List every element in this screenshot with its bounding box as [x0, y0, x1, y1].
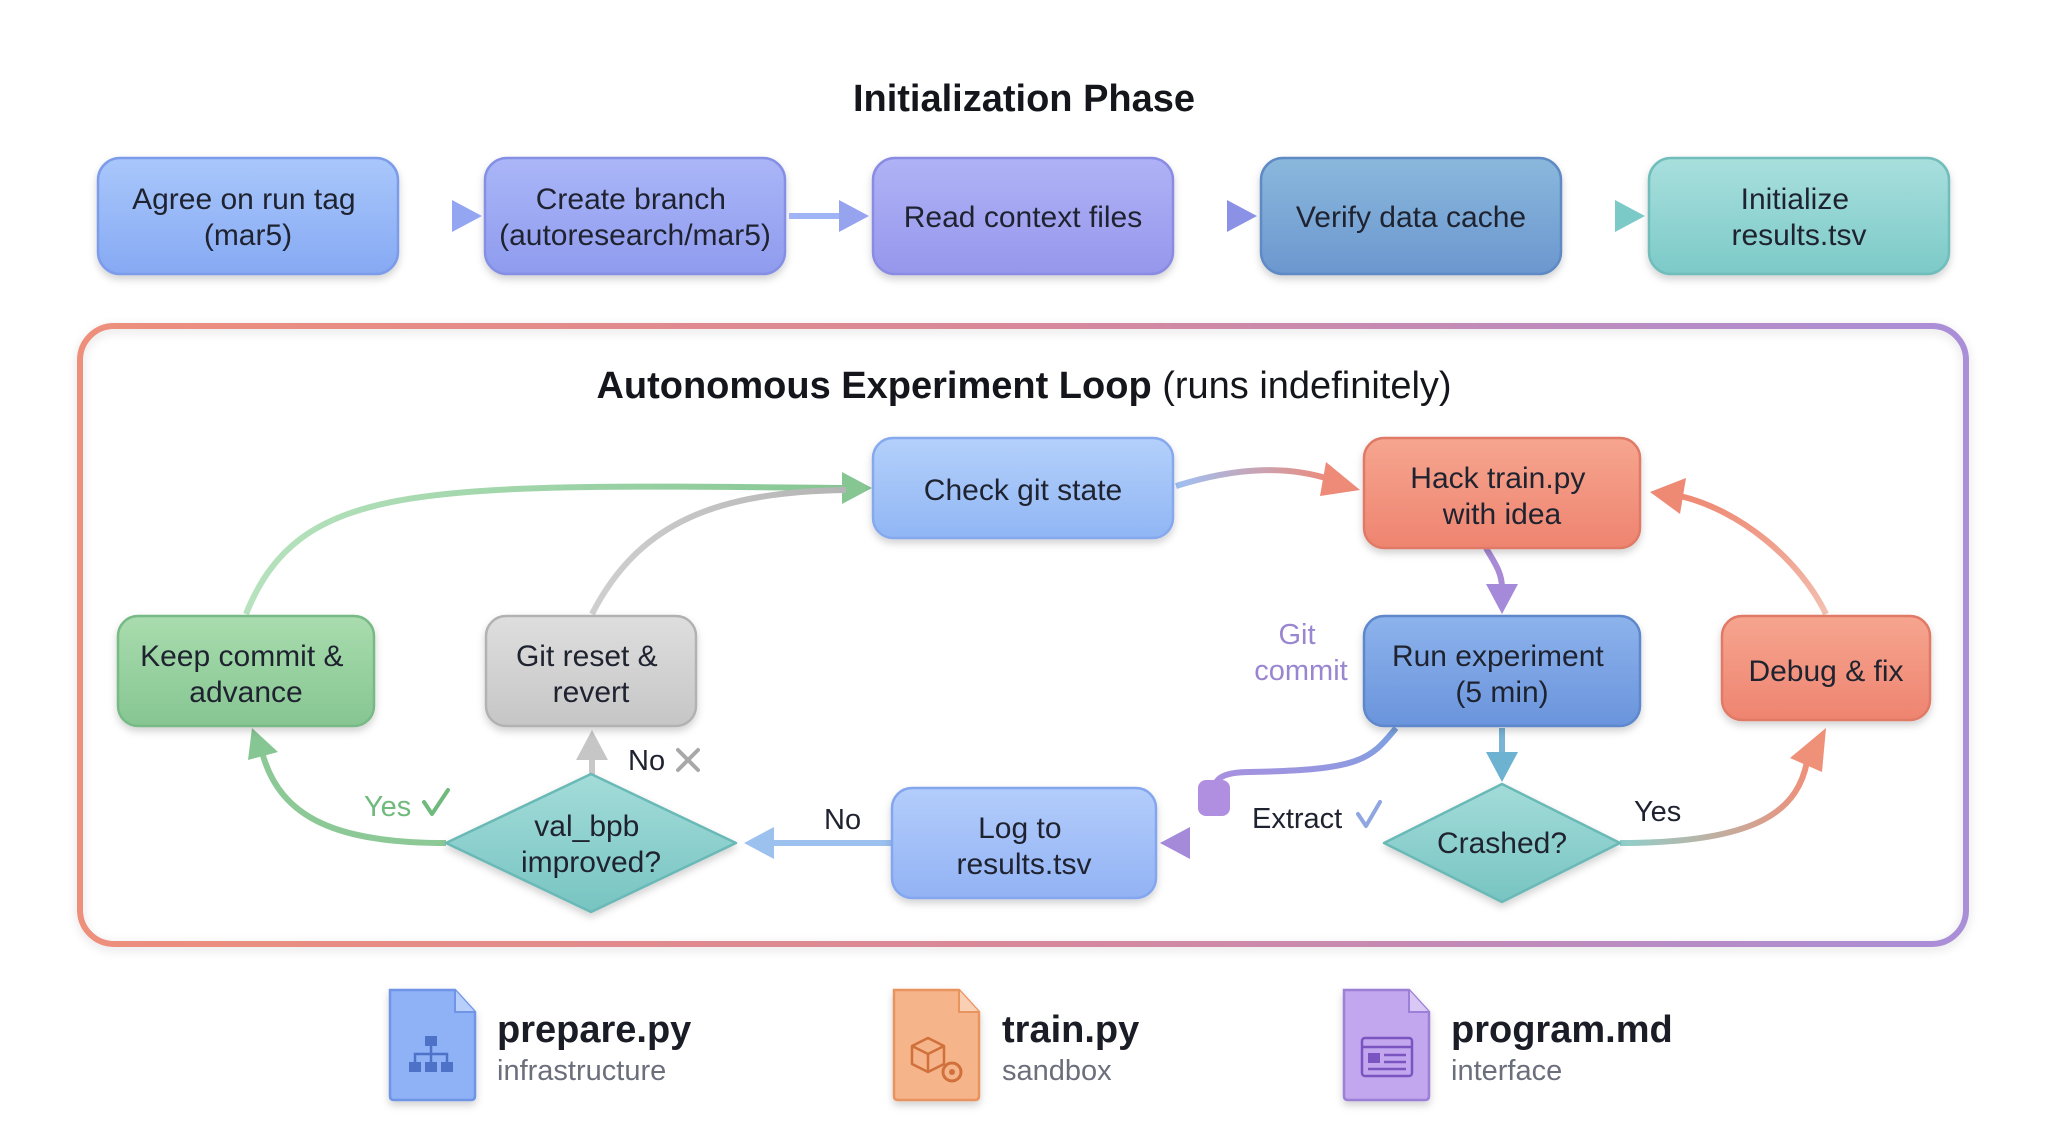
init-arrow-1	[402, 200, 482, 232]
label-git-commit: Git commit	[1254, 619, 1347, 687]
file-train-role: sandbox	[1002, 1055, 1112, 1087]
node-debug-fix	[1720, 614, 1932, 722]
file-prepare-role: infrastructure	[497, 1055, 666, 1087]
init-step-create-branch	[483, 156, 787, 276]
arrow-run-to-crashed	[1486, 728, 1518, 782]
arrow-valbpb-to-keep	[248, 728, 447, 846]
package-gear-icon	[892, 988, 981, 1102]
arrow-crashed-to-log	[1160, 827, 1386, 859]
node-valbpb-label: val_bpb improved?	[521, 810, 661, 879]
label-valbpb-yes: Yes	[364, 791, 411, 823]
init-step-read-context-files-label: Read context files	[904, 201, 1142, 234]
file-program-name: program.md	[1451, 1009, 1673, 1051]
yes-check-icon	[422, 788, 450, 816]
node-log-results	[890, 786, 1158, 900]
file-prepare: prepare.py infrastructure	[388, 988, 691, 1102]
hierarchy-icon	[388, 988, 477, 1102]
label-crashed-yes: Yes	[1634, 796, 1681, 828]
node-run-experiment	[1362, 614, 1642, 728]
init-phase-title: Initialization Phase	[853, 78, 1195, 120]
init-step-read-context-files	[871, 156, 1175, 276]
init-step-agree-run-tag-label: Agree on run tag (mar5)	[132, 183, 364, 252]
arrow-log-to-valbpb	[744, 827, 892, 859]
label-valbpb-no: No	[628, 745, 665, 777]
node-log-results-label: Log to results.tsv	[956, 812, 1091, 881]
arrow-crashed-to-debug	[1619, 728, 1826, 846]
browser-window-icon	[1342, 988, 1431, 1102]
arrow-git-commit	[1198, 726, 1399, 816]
label-extract: Extract	[1252, 803, 1342, 835]
init-step-verify-data-cache-label: Verify data cache	[1296, 201, 1526, 234]
arrow-debug-to-hack	[1650, 478, 1829, 616]
file-program: program.md interface	[1342, 988, 1673, 1102]
node-check-git-state	[871, 436, 1175, 540]
init-step-verify-data-cache	[1259, 156, 1563, 276]
node-git-reset	[484, 614, 698, 728]
node-hack-train-label: Hack train.py with idea	[1410, 462, 1593, 531]
node-hack-train	[1362, 436, 1642, 550]
arrow-check-to-hack	[1175, 462, 1360, 496]
arrow-valbpb-to-reset	[576, 730, 608, 778]
arrow-hack-to-run	[1483, 546, 1518, 614]
loop-title: Autonomous Experiment Loop (runs indefin…	[596, 365, 1451, 407]
node-valbpb-decision	[444, 772, 738, 914]
arrow-reset-to-check	[589, 487, 847, 616]
node-debug-fix-label: Debug & fix	[1748, 655, 1903, 688]
node-crashed-label: Crashed?	[1437, 827, 1567, 860]
node-check-git-state-label: Check git state	[924, 474, 1122, 507]
init-step-create-branch-label: Create branch (autoresearch/mar5)	[499, 183, 771, 252]
file-train: train.py sandbox	[892, 988, 1139, 1102]
label-valbpb-no-log: No	[824, 804, 861, 836]
node-run-experiment-label: Run experiment (5 min)	[1392, 640, 1612, 709]
init-step-initialize-results-label: Initialize results.tsv	[1731, 183, 1866, 252]
node-keep-commit	[116, 614, 376, 728]
node-crashed-decision	[1382, 782, 1622, 904]
init-step-initialize-results	[1647, 156, 1951, 276]
file-train-name: train.py	[1002, 1009, 1139, 1051]
init-arrow-4	[1565, 200, 1645, 232]
init-arrow-2	[789, 200, 869, 232]
no-x-icon	[676, 748, 700, 772]
arrow-keep-to-check	[243, 472, 872, 616]
node-git-reset-label: Git reset & revert	[516, 640, 666, 709]
init-step-agree-run-tag	[96, 156, 400, 276]
file-program-role: interface	[1451, 1055, 1562, 1087]
file-prepare-name: prepare.py	[497, 1009, 691, 1051]
node-keep-commit-label: Keep commit & advance	[140, 640, 352, 709]
extract-check-icon	[1356, 800, 1382, 828]
experiment-loop-container	[77, 323, 1969, 947]
init-arrow-3	[1177, 200, 1257, 232]
